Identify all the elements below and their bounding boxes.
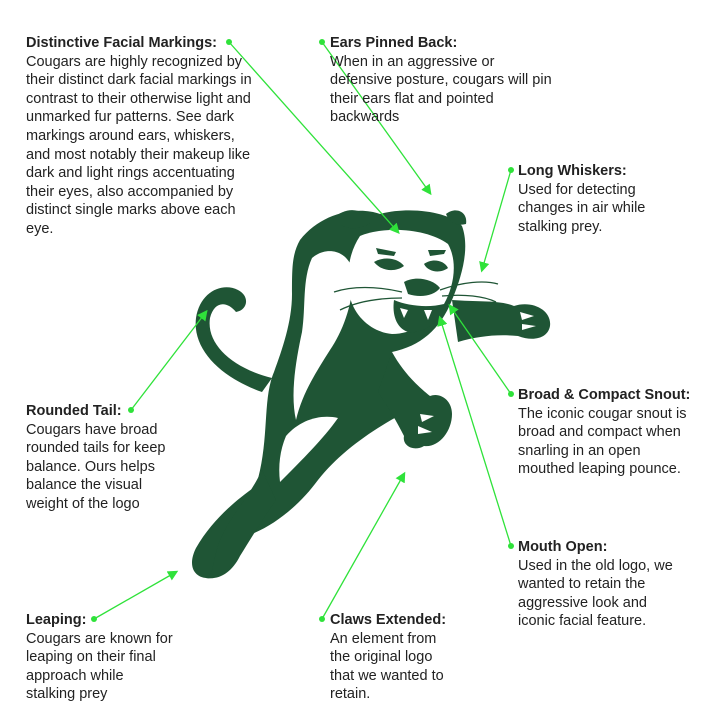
annotation-long-whiskers: Long Whiskers: Used for detecting change…	[518, 162, 678, 236]
annotation-snout: Broad & Compact Snout: The iconic cougar…	[518, 386, 698, 479]
callout-line-leaping	[93, 570, 179, 620]
cougar-eye-left	[374, 258, 404, 271]
annotation-title: Distinctive Facial Markings:	[26, 35, 217, 51]
cougar-whiskers	[333, 281, 499, 311]
annotation-body: Used for detecting changes in air while …	[518, 181, 646, 235]
callout-lines	[91, 39, 514, 622]
annotation-title: Broad & Compact Snout:	[518, 387, 691, 403]
callout-dot-facial	[226, 39, 232, 45]
callout-dot-whiskers	[508, 167, 514, 173]
annotation-claws-extended: Claws Extended: An element from the orig…	[330, 611, 460, 704]
annotation-ears-pinned: Ears Pinned Back: When in an aggressive …	[330, 34, 552, 127]
cougar-front-paw-lower	[378, 352, 452, 449]
callout-dot-claws	[319, 616, 325, 622]
callout-line-facial	[228, 41, 400, 234]
cougar-mouth	[393, 300, 444, 333]
cougar-logo	[191, 210, 551, 579]
annotation-title: Claws Extended:	[330, 612, 447, 628]
annotation-mouth-open: Mouth Open: Used in the old logo, we wan…	[518, 538, 678, 631]
annotation-title: Leaping:	[26, 612, 87, 628]
annotation-body: When in an aggressive or defensive postu…	[330, 53, 552, 126]
annotation-body: Cougars have broad rounded tails for kee…	[26, 421, 166, 512]
annotation-title: Long Whiskers:	[518, 163, 627, 179]
callout-line-ears	[321, 41, 432, 196]
cougar-eye-right	[424, 260, 448, 272]
annotation-body: The iconic cougar snout is broad and com…	[518, 405, 687, 478]
annotation-rounded-tail: Rounded Tail: Cougars have broad rounded…	[26, 402, 186, 514]
annotation-body: An element from the original logo that w…	[330, 630, 444, 703]
annotation-title: Rounded Tail:	[26, 403, 122, 419]
annotation-body: Cougars are highly recognized by their d…	[26, 53, 252, 237]
callout-dot-ears	[319, 39, 325, 45]
callout-line-claws	[321, 471, 406, 620]
cougar-hind-leg	[206, 470, 276, 579]
cougar-ear-right	[446, 210, 467, 225]
callout-line-snout	[448, 303, 512, 395]
callout-dot-tail	[128, 407, 134, 413]
annotation-title: Mouth Open:	[518, 539, 608, 555]
callout-line-whiskers	[479, 169, 512, 273]
cougar-front-paw-right	[452, 300, 551, 342]
cougar-snout	[404, 278, 440, 296]
callout-dot-snout	[508, 391, 514, 397]
annotation-title: Ears Pinned Back:	[330, 35, 458, 51]
cougar-chest-highlight	[293, 251, 353, 420]
annotation-body: Cougars are known for leaping on their f…	[26, 630, 173, 703]
cougar-ear-left	[334, 210, 372, 229]
callout-line-mouth	[437, 315, 512, 547]
callout-dot-leaping	[91, 616, 97, 622]
callout-line-tail	[130, 309, 208, 411]
callout-dot-mouth	[508, 543, 514, 549]
cougar-tail	[195, 287, 272, 392]
annotation-body: Used in the old logo, we wanted to retai…	[518, 557, 673, 630]
annotation-facial-markings: Distinctive Facial Markings: Cougars are…	[26, 34, 262, 239]
annotation-leaping: Leaping: Cougars are known for leaping o…	[26, 611, 176, 704]
